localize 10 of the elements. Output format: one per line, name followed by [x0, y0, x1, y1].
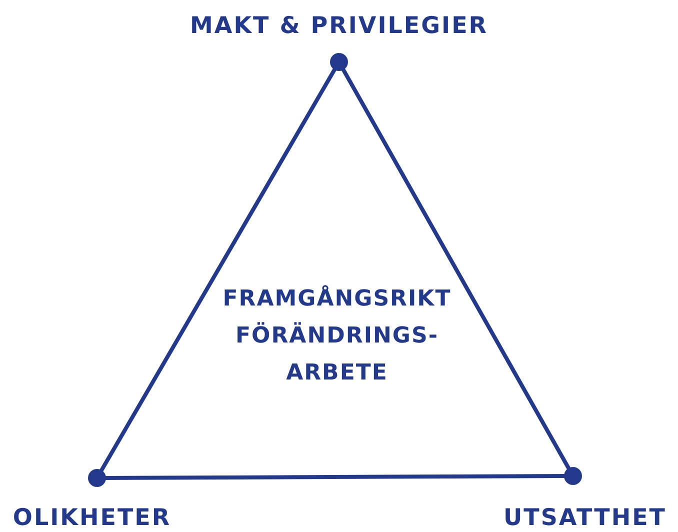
- vertex-dot: [88, 469, 106, 487]
- triangle-side: [341, 68, 571, 470]
- vertex-label: UTSATTHET: [504, 505, 666, 531]
- triangle-side: [104, 474, 566, 480]
- vertex-label: OLIKHETER: [12, 505, 172, 531]
- center-label: FRAMGÅNGSRIKT FÖRÄNDRINGS- ARBETE: [222, 284, 452, 388]
- vertex-dot: [330, 53, 348, 71]
- triangle-side: [100, 68, 336, 472]
- vertex-label: MAKT & PRIVILEGIER: [190, 13, 488, 39]
- vertex-dot: [564, 467, 582, 485]
